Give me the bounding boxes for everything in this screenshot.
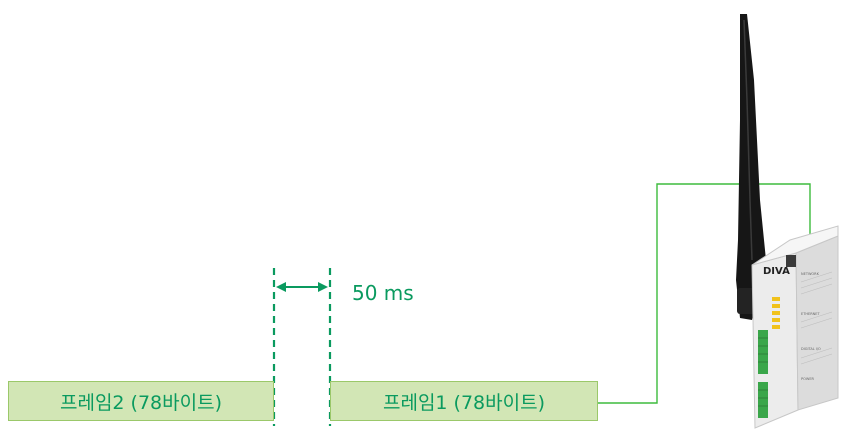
terminal-screws	[758, 337, 768, 407]
device-brand-label: DIVA	[763, 266, 790, 277]
panel-text-power: POWER	[801, 377, 815, 381]
diva-device: DIVA NETWORK ETHERNET DIGITAL I/O POWER	[736, 14, 839, 429]
panel-print-lines	[800, 271, 833, 365]
panel-text-network: NETWORK	[801, 272, 820, 276]
interval-label: 50 ms	[352, 281, 414, 305]
terminal-block-upper	[758, 330, 768, 374]
frame-2-label: 프레임2 (78바이트)	[59, 391, 222, 414]
frame-2-box: 프레임2 (78바이트)	[8, 381, 274, 421]
connector-line	[598, 183, 811, 404]
terminal-block-lower	[758, 382, 768, 418]
frame-1-box: 프레임1 (78바이트)	[330, 381, 598, 421]
interval-arrow	[276, 282, 328, 292]
status-led-group	[772, 297, 780, 329]
frame-1-label: 프레임1 (78바이트)	[382, 391, 545, 414]
panel-text-digital-io: DIGITAL I/O	[801, 347, 821, 351]
ethernet-port	[786, 255, 796, 267]
panel-text-ethernet: ETHERNET	[801, 312, 820, 316]
